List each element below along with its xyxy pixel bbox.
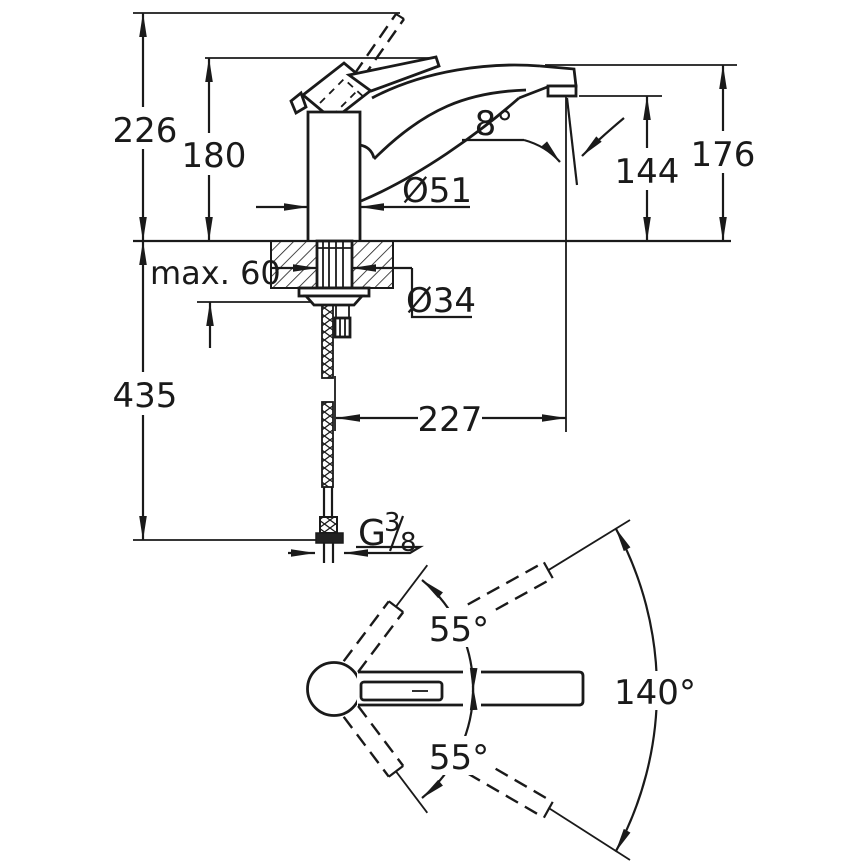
spout-position-upper-55 [342, 564, 429, 673]
dim-swivel-up-label: 55° [429, 610, 489, 650]
dim-swivel-down-label: 55° [429, 738, 489, 778]
dim-body-diameter: Ø51 [256, 171, 472, 211]
thread-denominator-label: 8 [400, 528, 417, 558]
faucet-body [306, 110, 362, 241]
thread-prefix-label: G [358, 513, 386, 554]
dim-height-spout-top: 176 [691, 64, 756, 242]
body-fill [308, 112, 360, 241]
dim-height-outlet: 144 [615, 95, 680, 242]
body-top-view [306, 661, 362, 717]
dim-height-spout-top-label: 176 [691, 135, 756, 175]
dim-deck-thickness-label: max. 60 [150, 254, 281, 292]
dim-thread: G 3 8 [288, 508, 424, 558]
spout-position-lower-55 [342, 705, 429, 814]
mounting-shank [315, 239, 354, 290]
dim-spout-reach: 227 [335, 397, 567, 440]
dim-height-outlet-label: 144 [615, 152, 680, 192]
dim-height-lever: 180 [182, 57, 247, 242]
spout-position-lower-limit [467, 756, 631, 861]
dim-swivel-up: 55° [421, 579, 491, 693]
lever-handle [289, 55, 441, 122]
lever-top-view [359, 680, 444, 702]
spout-position-upper-limit [467, 519, 631, 622]
spout-middle-curve [373, 88, 527, 160]
connector-nut [315, 532, 344, 544]
lever-raised-position [341, 13, 405, 97]
dim-shank-diameter-label: Ø34 [406, 281, 476, 321]
dim-hose-drop: 435 [113, 240, 178, 541]
dim-height-lever-label: 180 [182, 136, 247, 176]
dim-deck-thickness: max. 60 [150, 254, 281, 348]
braided-hose-upper [321, 304, 334, 379]
lever-blade [345, 55, 441, 93]
spout-top-view [357, 670, 585, 707]
dim-height-overall-label: 226 [113, 111, 178, 151]
dim-spray-angle-label: 8° [475, 104, 514, 144]
dim-swivel-down: 55° [421, 685, 491, 799]
spout-joint-bump [359, 143, 376, 159]
thread-numerator-label: 3 [384, 508, 401, 538]
braided-hose-lower [321, 401, 334, 488]
spout-upper-curve [371, 63, 541, 100]
dim-spout-reach-label: 227 [418, 400, 483, 440]
dim-swivel-total: 140° [614, 527, 696, 853]
supply-hoses [315, 304, 352, 563]
dim-height-overall: 226 [113, 12, 178, 242]
hose-fitting [319, 516, 338, 534]
second-hose-end [333, 316, 352, 339]
dim-swivel-total-label: 140° [614, 673, 696, 713]
lever-left-tab [289, 90, 308, 116]
top-view: 55° 55° 140° [306, 519, 696, 861]
spout-lower-curve [360, 96, 520, 203]
aerator [546, 84, 578, 98]
dim-hose-drop-label: 435 [113, 376, 178, 416]
mounting-nut [297, 286, 371, 307]
spray-angle-annotation: 8° [462, 96, 625, 432]
dim-shank-diameter: Ø34 [270, 264, 476, 321]
dim-body-diameter-label: Ø51 [402, 171, 472, 211]
side-view: 226 180 435 176 144 [113, 12, 756, 563]
stream-angled-line [565, 97, 579, 186]
